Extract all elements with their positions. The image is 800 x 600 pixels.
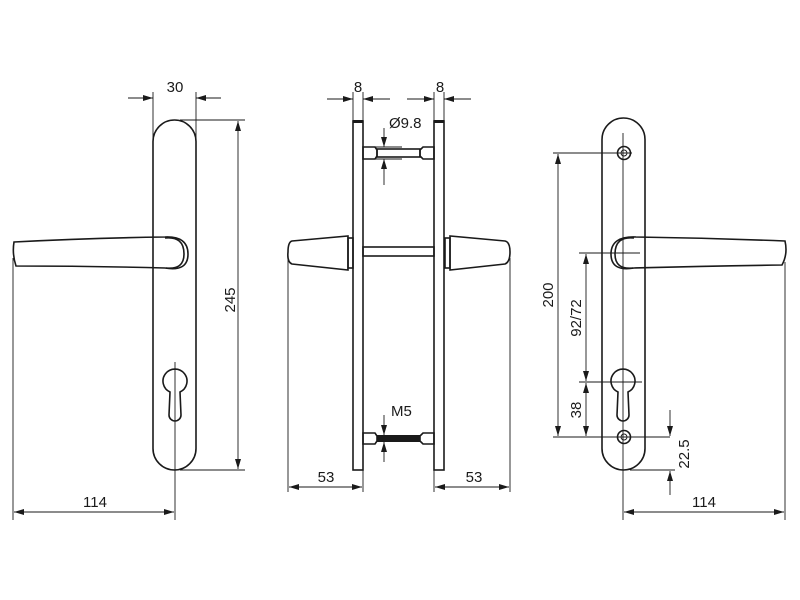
lever-rear (610, 236, 787, 270)
dim-plate-thickness-right: 8 (436, 79, 444, 96)
dim-lever-offset-right: 53 (466, 469, 483, 486)
left-plate (352, 120, 364, 471)
dim-screw-to-bottom: 22.5 (676, 439, 693, 468)
dim-lever-to-cylinder: 92/72 (568, 299, 585, 337)
dim-screw-centers: 200 (540, 282, 557, 307)
rear-view: 200 92/72 38 22.5 114 (540, 117, 787, 520)
top-screw (362, 146, 435, 160)
backplate-rear (601, 117, 646, 471)
cylinder-keyhole (162, 368, 188, 422)
bottom-screw (362, 432, 435, 445)
dim-bush-diameter: Ø9.8 (389, 115, 422, 132)
dim-cylinder-to-screw: 38 (568, 402, 585, 419)
dim-lever-projection-rear: 114 (692, 494, 716, 511)
dim-plate-height: 245 (222, 287, 239, 312)
lever (12, 236, 189, 270)
dim-lever-projection: 114 (83, 494, 107, 511)
dim-screw-thread: M5 (391, 403, 412, 420)
lever-rose (164, 237, 185, 270)
left-lever-end (287, 235, 349, 271)
dim-plate-thickness-left: 8 (354, 79, 362, 96)
dim-lever-offset-left: 53 (318, 469, 335, 486)
spindle (362, 246, 435, 257)
side-view: 8 8 Ø9.8 M5 53 53 (287, 79, 511, 492)
right-lever-end (449, 235, 511, 271)
right-plate (433, 120, 445, 471)
front-view: 30 245 114 (12, 79, 245, 520)
backplate (152, 119, 197, 471)
dim-plate-width: 30 (167, 79, 184, 96)
